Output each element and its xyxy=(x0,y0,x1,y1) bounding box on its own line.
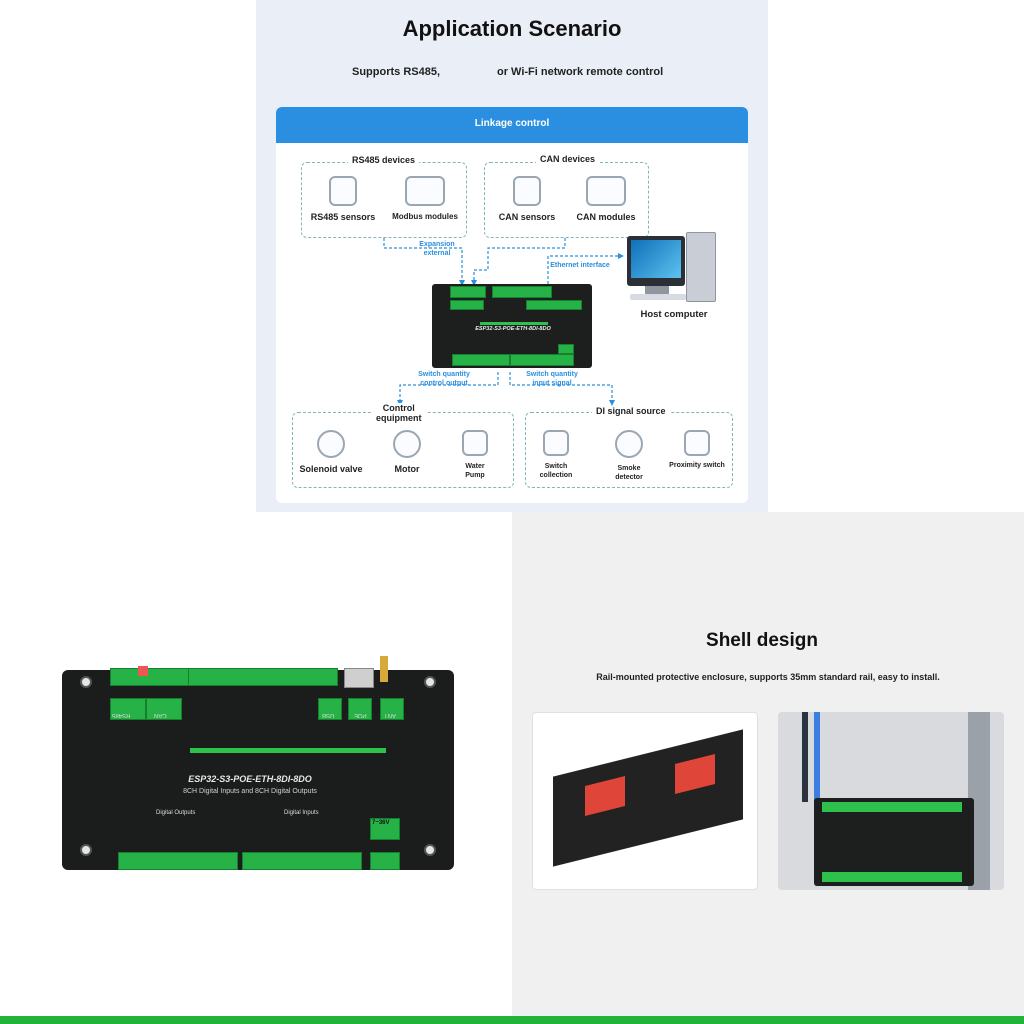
ethernet-label: Ethernet interface xyxy=(550,262,610,269)
connector-lines xyxy=(383,238,624,406)
proximity-icon xyxy=(684,430,710,456)
shell-subtitle: Rail-mounted protective enclosure, suppo… xyxy=(596,672,940,682)
digital-inputs-label: Digital Inputs xyxy=(284,810,319,816)
rail-mounted-photo xyxy=(778,712,1004,890)
pump-icon xyxy=(462,430,488,456)
host-computer-label: Host computer xyxy=(640,309,708,320)
modbus-modules: Modbus modules xyxy=(388,176,462,221)
rs485-group-title: RS485 devices xyxy=(348,155,420,165)
subtitle-right: or Wi-Fi network remote control xyxy=(497,66,664,78)
module-icon xyxy=(405,176,445,206)
rs485-port-label: RS485 xyxy=(112,712,131,718)
solenoid-valve: Solenoid valve xyxy=(296,430,366,474)
rs485-sensors: RS485 sensors xyxy=(310,176,376,222)
valve-icon xyxy=(317,430,345,458)
shell-title: Shell design xyxy=(706,630,818,651)
sensor-icon xyxy=(329,176,357,206)
module-icon xyxy=(586,176,626,206)
card-header: Linkage control xyxy=(276,107,748,143)
diagram-board: ESP32-S3-POE-ETH-8DI-8DO xyxy=(432,284,592,368)
switch-icon xyxy=(543,430,569,456)
motor: Motor xyxy=(380,430,434,474)
subtitle-left: Supports RS485, xyxy=(352,66,441,78)
di-group-title: DI signal source xyxy=(592,406,670,416)
usb-port-label: USB xyxy=(322,712,335,718)
pc-tower-icon xyxy=(686,232,716,302)
monitor-icon xyxy=(627,236,685,286)
poe-port-label: POE xyxy=(354,712,367,718)
ant-port-label: ANT xyxy=(384,712,396,718)
board-description: 8CH Digital Inputs and 8CH Digital Outpu… xyxy=(183,788,317,795)
power-label: 7~36V xyxy=(372,820,390,826)
can-group-title: CAN devices xyxy=(536,154,600,164)
product-board xyxy=(62,656,454,874)
can-modules: CAN modules xyxy=(570,176,642,222)
motor-icon xyxy=(393,430,421,458)
proximity-switch: Proximity switch xyxy=(662,430,732,469)
footer-green-bar xyxy=(0,1016,1024,1024)
digital-outputs-label: Digital Outputs xyxy=(156,810,196,816)
can-sensors: CAN sensors xyxy=(494,176,560,222)
board-model: ESP32-S3-POE-ETH-8DI-8DO xyxy=(188,774,312,784)
enclosure-photo xyxy=(532,712,758,890)
can-port-label: CAN xyxy=(154,712,167,718)
diagram-board-label: ESP32-S3-POE-ETH-8DI-8DO xyxy=(475,326,551,332)
smoke-detector-icon xyxy=(615,430,643,458)
application-title: Application Scenario xyxy=(402,16,622,41)
keyboard-icon xyxy=(630,294,686,300)
linkage-card: Linkage control xyxy=(276,107,748,503)
sensor-icon xyxy=(513,176,541,206)
